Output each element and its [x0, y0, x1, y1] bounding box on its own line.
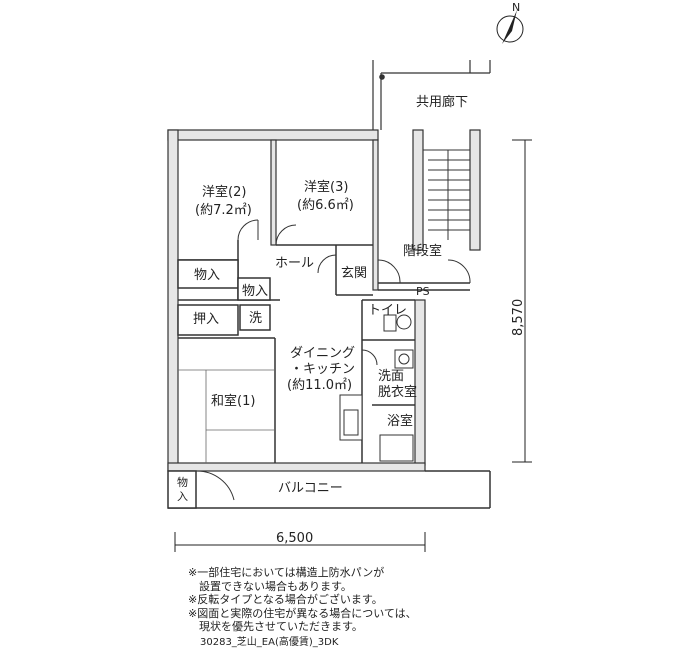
washer-label: 洗: [249, 311, 262, 326]
note-line-5: 現状を優先させていただきます。: [188, 620, 363, 633]
depth-dimension: 8,570: [511, 299, 526, 336]
storage-hall-label: 物入: [242, 284, 268, 299]
washroom-line2: 脱衣室: [378, 384, 417, 400]
doors: [195, 219, 471, 501]
outer-walls: [167, 129, 481, 472]
western2-label: 洋室(2): [202, 184, 246, 200]
closet-label: 押入: [193, 312, 219, 327]
dk-area: (約11.0㎡): [287, 378, 352, 393]
stairs: [423, 149, 470, 240]
note-line-3: ※反転タイプとなる場合がございます。: [188, 593, 383, 606]
notes: ※一部住宅においては構造上防水パンが 設置できない場合もあります。 ※反転タイプ…: [188, 566, 508, 634]
corridor-label: 共用廊下: [416, 94, 468, 110]
washroom-line1: 洗面: [378, 369, 404, 384]
fixtures: [339, 314, 414, 462]
note-line-1: ※一部住宅においては構造上防水パンが: [188, 566, 385, 579]
dk-label-line1: ダイニング: [290, 346, 355, 361]
dk-label-line2: ・キッチン: [290, 362, 355, 377]
entrance-label: 玄関: [341, 266, 367, 281]
tatami-lines: [178, 369, 275, 463]
storage-balcony-line1: 物: [177, 475, 188, 489]
balcony-label: バルコニー: [278, 481, 343, 496]
hall-label: ホール: [275, 256, 314, 271]
dimension-lines: [174, 139, 532, 552]
width-dimension: 6,500: [276, 531, 313, 546]
storage-balcony-line2: 入: [177, 490, 188, 503]
plan-code: 30283_芝山_EA(高優賃)_3DK: [200, 637, 339, 648]
stairwell-label: 階段室: [403, 243, 442, 259]
japanese1-label: 和室(1): [211, 393, 255, 409]
storage-left-label: 物入: [194, 268, 220, 283]
note-line-4: ※図面と実際の住宅が異なる場合については、: [188, 606, 417, 620]
western3-area: (約6.6㎡): [297, 198, 354, 213]
ps-label: PS: [416, 285, 430, 298]
western3-label: 洋室(3): [304, 179, 348, 195]
note-line-2: 設置できない場合もあります。: [188, 579, 352, 593]
compass-label: N: [512, 1, 520, 14]
bathroom-label: 浴室: [387, 413, 413, 429]
western2-area: (約7.2㎡): [195, 203, 252, 218]
toilet-label: トイレ: [368, 303, 407, 318]
common-corridor-area: [372, 60, 491, 130]
north-compass: N: [496, 1, 524, 44]
